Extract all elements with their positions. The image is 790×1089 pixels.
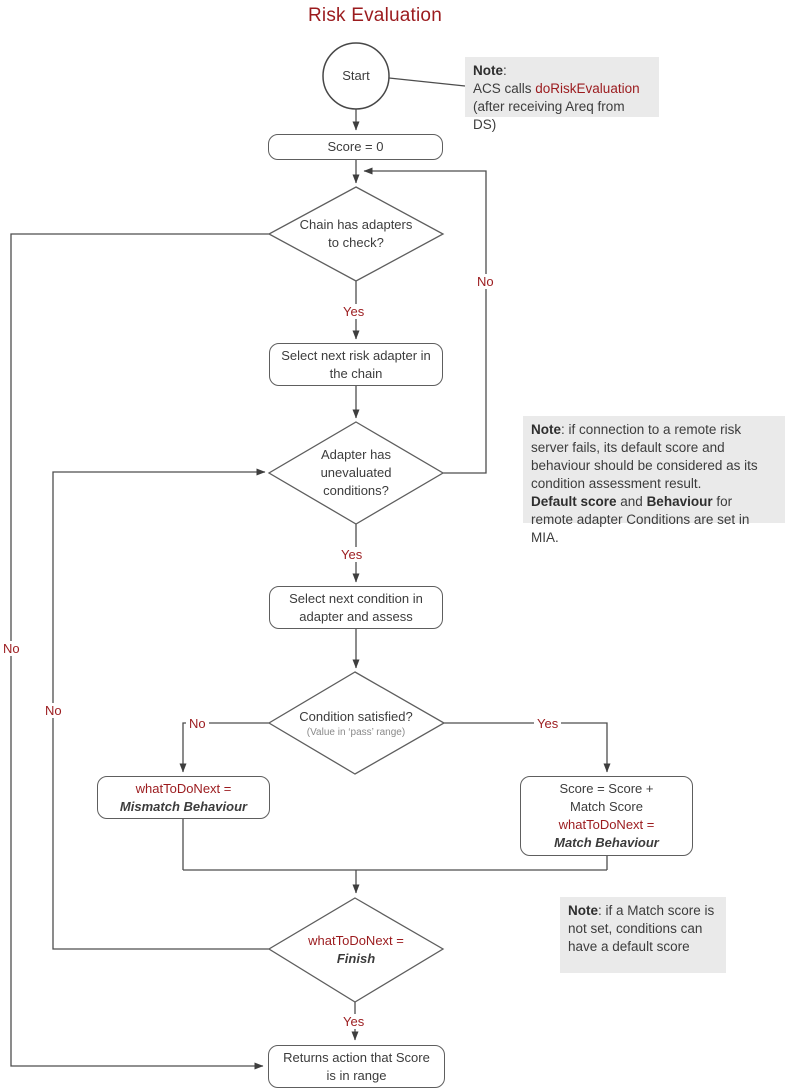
chain-check-diamond-shape <box>267 186 445 282</box>
chain-check-diamond: Chain has adapters to check? <box>274 187 438 281</box>
match-behaviour-box: Score = Score + Match Score whatToDoNext… <box>520 776 693 856</box>
return-action-line1: Returns action that Score <box>283 1049 430 1065</box>
note1-line2-plain: ACS calls <box>473 81 536 96</box>
edge-label-finish-yes: Yes <box>340 1014 368 1029</box>
note2-heading: Note <box>531 422 561 437</box>
edge-chain-no-return <box>10 233 269 1070</box>
note-match-score-default: Note: if a Match score is not set, condi… <box>560 897 726 973</box>
note1-heading-line: Note: <box>473 62 651 80</box>
note-acs-doriskevaluation: Note: ACS calls doRiskEvaluation (after … <box>465 57 659 132</box>
edge-label-conditions-no: No <box>474 274 497 289</box>
note3-body: : if a Match score is not set, condition… <box>568 903 715 954</box>
mismatch-behaviour-box: whatToDoNext = Mismatch Behaviour <box>97 776 270 819</box>
adapter-conditions-line2: unevaluated <box>320 465 392 480</box>
select-condition-box: Select next condition in adapter and ass… <box>269 586 443 629</box>
edge-label-satisfied-yes: Yes <box>534 716 562 731</box>
note3-heading: Note <box>568 903 598 918</box>
decision-shapes <box>267 42 446 1003</box>
edge-label-satisfied-no: No <box>186 716 209 731</box>
edge-start-to-note <box>388 77 466 87</box>
edge-finish-no-loop <box>52 468 269 950</box>
select-condition-line2: adapter and assess <box>299 608 413 624</box>
adapter-conditions-diamond-shape <box>267 421 445 525</box>
chain-check-line1: Chain has adapters <box>299 217 413 232</box>
note2-paragraph2: Default score and Behaviour for remote a… <box>531 493 777 547</box>
finish-check-diamond: whatToDoNext = Finish <box>274 898 438 1002</box>
match-line4: Match Behaviour <box>554 835 659 850</box>
adapter-conditions-line3: conditions? <box>323 483 389 498</box>
edge-satisfied-yes <box>444 722 611 773</box>
note2-body1: : if connection to a remote risk server … <box>531 422 758 491</box>
finish-check-diamond-shape <box>267 897 445 1003</box>
start-label: Start <box>342 68 370 83</box>
finish-check-line1: whatToDoNext = <box>308 933 404 948</box>
match-line2: Match Score <box>570 799 643 814</box>
edge-conditions-no-loop <box>363 167 487 474</box>
start-circle-shape <box>322 42 390 110</box>
finish-check-line2: Finish <box>336 951 376 966</box>
init-score-label: Score = 0 <box>327 139 384 154</box>
return-action-box: Returns action that Score is in range <box>268 1045 445 1088</box>
select-adapter-box: Select next risk adapter in the chain <box>269 343 443 386</box>
note2-paragraph1: Note: if connection to a remote risk ser… <box>531 421 777 493</box>
note3-paragraph: Note: if a Match score is not set, condi… <box>568 902 718 956</box>
note1-line2-highlight: doRiskEvaluation <box>535 81 640 96</box>
note1-line3: (after receiving Areq from DS) <box>473 99 625 132</box>
note2-body2: for remote adapter Conditions are set in… <box>531 494 750 545</box>
adapter-conditions-line1: Adapter has <box>320 447 392 462</box>
return-action-line2: is in range <box>326 1067 387 1083</box>
adapter-conditions-diamond: Adapter has unevaluated conditions? <box>274 422 438 524</box>
match-line1: Score = Score + <box>559 781 654 796</box>
note2-bold-default-score: Default score <box>531 494 617 509</box>
edge-satisfied-no <box>179 722 269 773</box>
chain-check-line2: to check? <box>328 235 384 250</box>
match-line3: whatToDoNext = <box>558 817 655 832</box>
page-title: Risk Evaluation <box>308 5 442 26</box>
note1-heading: Note <box>473 63 503 78</box>
note2-joiner: and <box>616 494 647 509</box>
select-condition-line1: Select next condition in <box>289 590 423 606</box>
mismatch-line2: Mismatch Behaviour <box>119 798 248 814</box>
edge-label-chain-yes: Yes <box>340 304 368 319</box>
init-score-box: Score = 0 <box>268 134 443 160</box>
note1-line2: ACS calls doRiskEvaluation <box>473 80 651 98</box>
note1-colon: : <box>503 63 507 78</box>
condition-satisfied-question: Condition satisfied? <box>299 708 413 724</box>
edge-label-finish-no: No <box>42 703 65 718</box>
start-node: Start <box>323 43 389 109</box>
select-adapter-line2: the chain <box>329 365 383 381</box>
condition-satisfied-diamond: Condition satisfied? (Value in ‘pass’ ra… <box>274 674 438 772</box>
mismatch-line1: whatToDoNext = <box>135 780 232 796</box>
condition-satisfied-subtext: (Value in ‘pass’ range) <box>306 726 406 738</box>
note2-bold-behaviour: Behaviour <box>646 494 713 509</box>
select-adapter-line1: Select next risk adapter in <box>281 347 431 363</box>
condition-satisfied-diamond-shape <box>267 671 446 775</box>
note-remote-risk-server: Note: if connection to a remote risk ser… <box>523 416 785 545</box>
edge-label-conditions-yes: Yes <box>338 547 366 562</box>
edge-label-chain-no: No <box>0 641 23 656</box>
